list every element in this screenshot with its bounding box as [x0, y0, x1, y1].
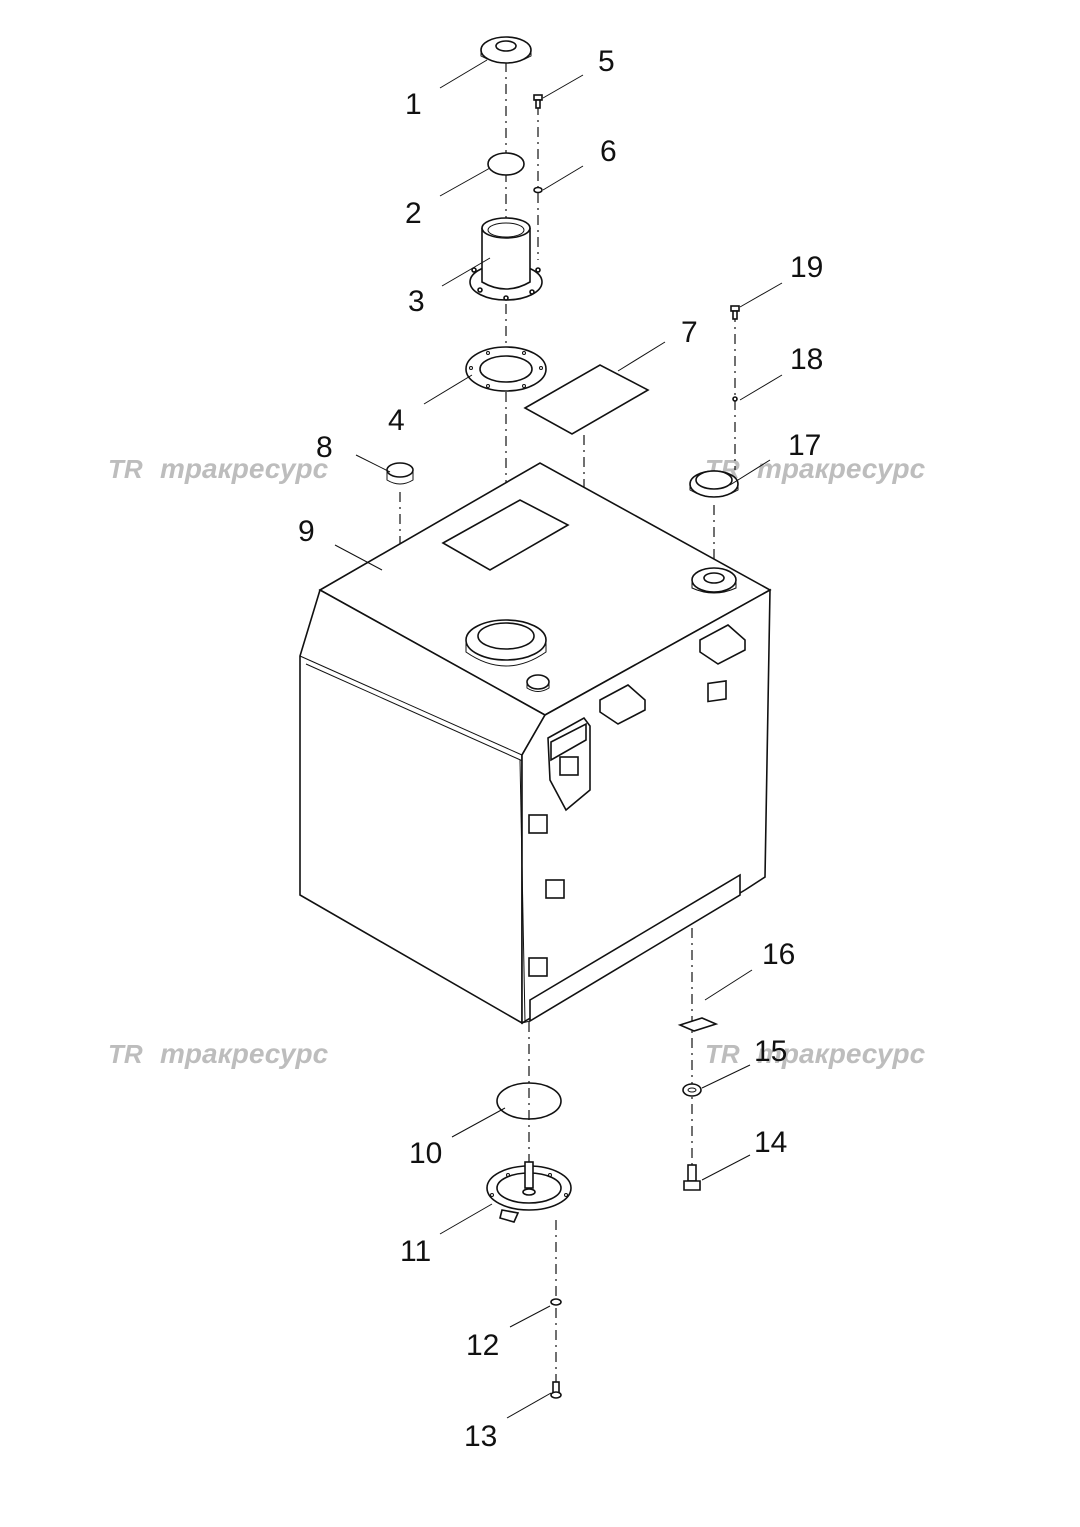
callout-16: 16	[762, 938, 795, 971]
bolt-14	[683, 1164, 701, 1191]
callout-18: 18	[790, 343, 823, 376]
watermark-mark: TR	[108, 454, 143, 484]
washer-12	[550, 1298, 562, 1306]
watermark-top-left: TR тракресурс	[108, 453, 329, 484]
washer-15	[682, 1083, 702, 1097]
breather-cap	[689, 470, 739, 498]
callout-5: 5	[598, 45, 615, 78]
callout-14: 14	[754, 1126, 787, 1159]
watermark-top-right: TR тракресурс	[705, 453, 926, 484]
watermark-text: тракресурс	[757, 1038, 926, 1069]
plug-8	[386, 462, 414, 485]
watermark-mark: TR	[705, 1039, 740, 1069]
watermark-bottom-left: TR тракресурс	[108, 1038, 329, 1069]
callout-10: 10	[409, 1137, 442, 1170]
callout-1: 1	[405, 88, 422, 121]
filler-neck	[469, 217, 543, 301]
filler-cap	[480, 36, 532, 64]
callout-3: 3	[408, 285, 425, 318]
callout-7: 7	[681, 316, 698, 349]
callout-8: 8	[316, 431, 333, 464]
callout-11: 11	[400, 1235, 431, 1268]
callout-6: 6	[600, 135, 617, 168]
callout-12: 12	[466, 1329, 499, 1362]
bolt-13	[550, 1381, 562, 1399]
label-plate	[523, 364, 650, 435]
washer-6	[533, 186, 543, 194]
callout-17: 17	[788, 429, 821, 462]
callout-9: 9	[298, 515, 315, 548]
callout-labels: 1 2 3 4 5 6 7 8 9 10 11 12 13 14 15 16 1…	[298, 45, 823, 1453]
callout-4: 4	[388, 404, 405, 437]
watermark-mark: TR	[108, 1039, 143, 1069]
callout-19: 19	[790, 251, 823, 284]
o-ring	[496, 1082, 562, 1120]
watermark-text: тракресурс	[160, 1038, 329, 1069]
neck-gasket	[465, 346, 547, 392]
leader-lines	[334, 59, 783, 1419]
callout-15: 15	[754, 1035, 787, 1068]
watermark-text: тракресурс	[160, 453, 329, 484]
callout-2: 2	[405, 197, 422, 230]
fuel-tank-body	[299, 462, 772, 1025]
washer-18	[732, 396, 738, 402]
watermark-text: тракресурс	[757, 453, 926, 484]
shim-16	[677, 1017, 719, 1032]
screw-19	[730, 305, 740, 320]
callout-13: 13	[464, 1420, 497, 1453]
fuel-sender-unit	[486, 1161, 572, 1223]
screw-5	[533, 94, 543, 109]
watermark-bottom-right: TR тракресурс	[705, 1038, 926, 1069]
filler-seal	[487, 152, 525, 176]
